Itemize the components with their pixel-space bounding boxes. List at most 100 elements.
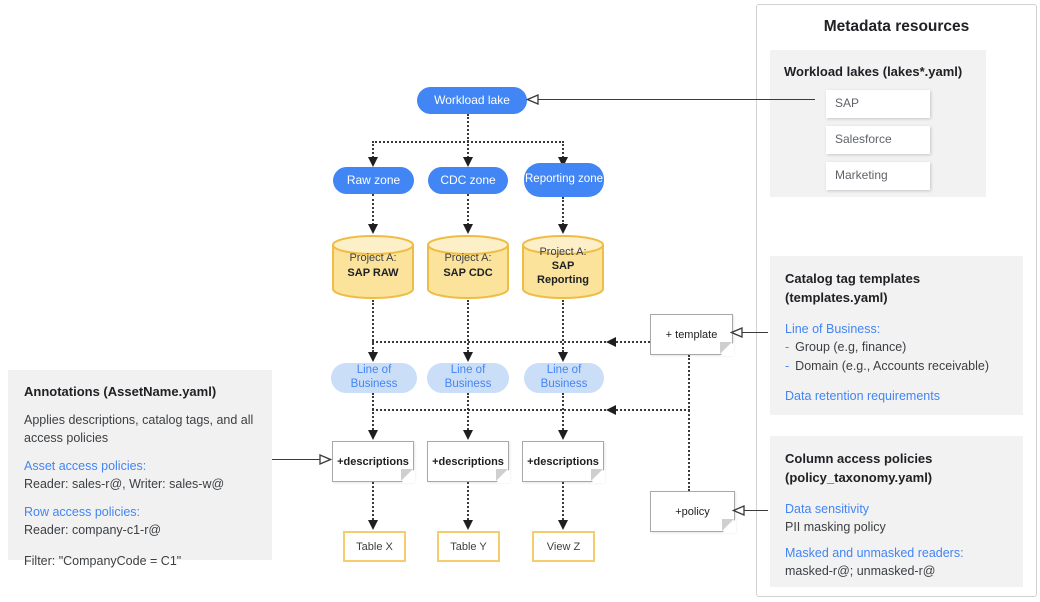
- arrowhead-down-icon: [368, 224, 378, 234]
- arrowhead-down-icon: [558, 430, 568, 440]
- raw-zone-label: Raw zone: [346, 172, 401, 187]
- connector-raw-to-project: [372, 194, 374, 225]
- connector-policy-branch: [372, 409, 690, 411]
- lob-bullet-group: - Group (e.g, finance): [785, 338, 1008, 357]
- lake-item-label: Marketing: [835, 168, 888, 183]
- lob-bullet-domain: - Domain (e.g., Accounts receivable): [785, 357, 1008, 376]
- arrowhead-down-icon: [368, 430, 378, 440]
- connector-templates-panel-to-template: [737, 332, 768, 333]
- connector-template-branch: [372, 341, 650, 343]
- open-arrowhead-right-icon: [319, 454, 332, 465]
- workload-lakes-heading: Workload lakes (lakes*.yaml): [784, 64, 963, 79]
- project-name: SAP Reporting: [537, 259, 589, 286]
- asset-access-policies-value: Reader: sales-r@, Writer: sales-w@: [24, 477, 225, 492]
- lob-label: Line of Business: [350, 364, 398, 390]
- table-y-label: Table Y: [450, 540, 487, 553]
- annotations-description: Applies descriptions, catalog tags, and …: [24, 412, 254, 445]
- table-x-node: Table X: [343, 531, 406, 562]
- arrowhead-down-icon: [368, 520, 378, 530]
- catalog-templates-heading-line1: Catalog tag templates: [785, 271, 921, 286]
- connector-raw-to-lob: [372, 300, 374, 352]
- connector-reportingzone-drop: [562, 141, 564, 158]
- cdc-zone-label: CDC zone: [440, 172, 496, 187]
- connector-rawzone-drop: [372, 141, 374, 158]
- lake-item-salesforce: Salesforce: [826, 125, 930, 154]
- row-access-policies-heading: Row access policies:: [24, 505, 141, 520]
- connector-desc3-to-table: [562, 482, 564, 520]
- connector-desc2-to-table: [467, 482, 469, 520]
- connector-lob2-to-desc: [467, 393, 469, 430]
- project-sap-raw-cylinder: Project A: SAP RAW: [331, 234, 415, 300]
- cdc-zone-node: CDC zone: [428, 167, 508, 194]
- column-policies-heading-line2: (policy_taxonomy.yaml): [785, 469, 933, 485]
- data-sensitivity-value: PII masking policy: [785, 519, 886, 534]
- arrowhead-down-icon: [558, 520, 568, 530]
- data-retention-heading: Data retention requirements: [785, 388, 940, 403]
- lob-label: Line of Business: [444, 364, 492, 390]
- policy-note: +policy: [650, 491, 736, 533]
- cylinder-shape-icon: [332, 235, 414, 299]
- workload-lakes-box: Workload lakes (lakes*.yaml) SAP Salesfo…: [770, 50, 986, 197]
- connector-reporting-to-lob: [562, 300, 564, 352]
- lob-templates-heading: Line of Business:: [785, 321, 881, 336]
- descriptions-note-2: +descriptions: [427, 441, 510, 483]
- masked-readers-heading: Masked and unmasked readers:: [785, 545, 964, 560]
- filter-value: Filter: "CompanyCode = C1": [24, 553, 182, 568]
- column-access-policies-box: Column access policies (policy_taxonomy.…: [770, 436, 1023, 587]
- arrowhead-down-icon: [368, 157, 378, 167]
- descriptions-label: +descriptions: [527, 455, 599, 468]
- reporting-zone-label: Reporting zone: [525, 173, 603, 186]
- connector-lake-stem: [467, 114, 469, 142]
- arrowhead-down-icon: [463, 520, 473, 530]
- descriptions-note-1: +descriptions: [332, 441, 415, 483]
- table-y-node: Table Y: [437, 531, 500, 562]
- project-sap-cdc-cylinder: Project A: SAP CDC: [426, 234, 510, 300]
- connector-annotations-to-descriptions: [272, 459, 322, 460]
- descriptions-label: +descriptions: [337, 455, 409, 468]
- arrowhead-down-icon: [463, 157, 473, 167]
- lob-pill-1: Line of Business: [331, 363, 417, 393]
- open-arrowhead-left-icon: [732, 505, 745, 516]
- arrowhead-down-icon: [463, 224, 473, 234]
- lake-item-label: SAP: [835, 96, 860, 111]
- project-name: SAP RAW: [347, 266, 399, 279]
- lob-pill-2: Line of Business: [427, 363, 509, 393]
- raw-zone-node: Raw zone: [333, 167, 414, 194]
- project-prefix: Project A:: [349, 252, 397, 264]
- workload-lake-label: Workload lake: [434, 92, 510, 107]
- connector-template-to-policy: [688, 355, 690, 491]
- connector-reporting-to-project: [562, 197, 564, 225]
- view-z-node: View Z: [532, 531, 595, 562]
- lob-pill-3: Line of Business: [524, 363, 604, 393]
- template-note: + template: [650, 314, 734, 356]
- lob-bullet-group-text: Group (e.g, finance): [795, 339, 907, 354]
- lake-item-marketing: Marketing: [826, 161, 930, 190]
- asset-access-policies-heading: Asset access policies:: [24, 459, 147, 474]
- table-x-label: Table X: [356, 540, 393, 553]
- lob-label: Line of Business: [540, 364, 588, 390]
- annotations-panel: Annotations (AssetName.yaml) Applies des…: [8, 370, 272, 568]
- connector-cdc-to-project: [467, 194, 469, 225]
- connector-policies-panel-to-policy: [739, 510, 768, 511]
- template-label: + template: [665, 328, 718, 341]
- view-z-label: View Z: [546, 540, 581, 553]
- descriptions-note-3: +descriptions: [522, 441, 605, 483]
- metadata-resources-title: Metadata resources: [823, 18, 970, 35]
- arrowhead-down-icon: [558, 157, 568, 167]
- arrowhead-down-icon: [558, 224, 568, 234]
- metadata-resources-card: Metadata resources Workload lakes (lakes…: [756, 4, 1037, 597]
- reporting-zone-node: Reporting zone: [524, 163, 604, 197]
- project-prefix: Project A:: [539, 246, 587, 258]
- row-access-policies-value: Reader: company-c1-r@: [24, 523, 162, 538]
- lake-item-label: Salesforce: [835, 132, 892, 147]
- arrowhead-down-icon: [558, 352, 568, 362]
- arrowhead-left-icon: [606, 405, 616, 415]
- descriptions-label: +descriptions: [432, 455, 504, 468]
- lob-bullet-domain-text: Domain (e.g., Accounts receivable): [795, 359, 990, 374]
- open-arrowhead-left-icon: [730, 327, 743, 338]
- lake-item-sap: SAP: [826, 89, 930, 118]
- connector-lob3-to-desc: [562, 393, 564, 430]
- bullet-dash-icon: -: [785, 339, 790, 354]
- masked-readers-value: masked-r@; unmasked-r@: [785, 564, 936, 579]
